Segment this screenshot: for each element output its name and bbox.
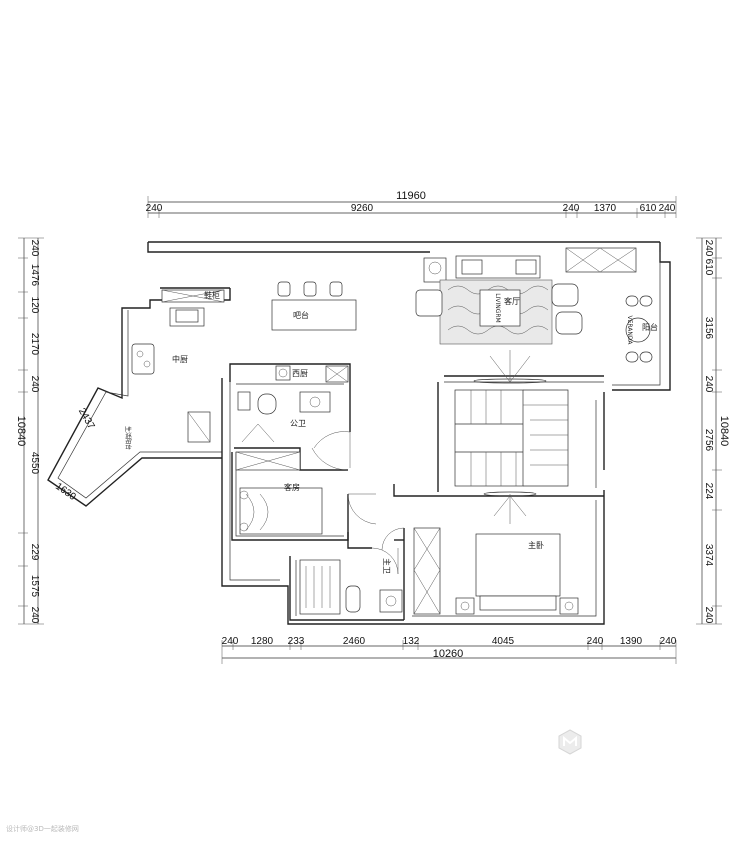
top-dim-1: 9260 [351, 203, 374, 214]
bottom-dim-4: 132 [403, 636, 420, 647]
guest-room-furniture: 客房 [235, 451, 323, 535]
right-dim-4: 2756 [703, 429, 714, 452]
bottom-dim-8: 240 [660, 636, 677, 647]
left-total-dim: 10840 [15, 416, 27, 447]
right-dim-7: 240 [703, 607, 714, 624]
top-dim-3: 1370 [594, 203, 617, 214]
room-label-master-bedroom: 主卧 [528, 540, 544, 550]
outer-walls [47, 241, 671, 625]
bottom-dim-0: 240 [222, 636, 239, 647]
room-label-living-room-en: LIVINGRM [494, 293, 501, 322]
master-bath-furniture: 主卫 [299, 558, 403, 615]
interior-walls [229, 363, 604, 621]
room-label-shoe-cabinet: 鞋柜 [204, 290, 220, 300]
balcony-furniture: 阳台 VERANDA [625, 295, 658, 363]
watermark-text: 设计师@3D一起装修网 [6, 825, 79, 833]
room-label-balcony-en: VERANDA [626, 315, 633, 345]
top-total-dim: 11960 [396, 190, 426, 202]
diag-dim-0: 2437 [76, 406, 97, 431]
room-label-living-room: 客厅 [504, 296, 520, 306]
bottom-dim-6: 240 [587, 636, 604, 647]
bottom-dimension-chain: 240 1280 233 2460 132 4045 240 1390 240 … [222, 636, 677, 664]
bottom-total-dim: 10260 [433, 648, 464, 660]
right-dim-6: 3374 [703, 544, 714, 567]
top-dimension-chain: 11960 240 9260 240 1370 610 240 [146, 190, 677, 218]
brand-logo-icon [558, 729, 582, 755]
right-dim-5: 224 [703, 483, 714, 500]
left-dim-7: 1575 [29, 575, 40, 598]
left-dim-2: 120 [29, 297, 40, 314]
diag-dim-1: 1630 [53, 481, 78, 503]
right-total-dim: 10840 [718, 416, 730, 447]
left-dim-3: 2170 [29, 333, 40, 356]
right-dim-0: 240 [703, 240, 714, 257]
left-dim-1: 1476 [29, 264, 40, 287]
bottom-dim-1: 1280 [251, 636, 274, 647]
room-label-balcony: 阳台 [642, 322, 658, 332]
bath-furniture: 西厨 公卫 [237, 365, 349, 443]
kitchen-furniture: 鞋柜 吧台 中厨 生活阳台 2437 1630 [53, 281, 357, 503]
left-dim-4: 240 [29, 376, 40, 393]
bottom-dim-2: 233 [288, 636, 305, 647]
room-label-master-bath: 主卫 [382, 558, 392, 574]
door-swings [311, 431, 405, 575]
room-label-kitchen: 中厨 [172, 354, 188, 364]
right-dim-3: 240 [703, 376, 714, 393]
room-label-guest-room: 客房 [284, 482, 300, 492]
top-dim-2: 240 [563, 203, 580, 214]
left-dim-0: 240 [29, 240, 40, 257]
bottom-dim-3: 2460 [343, 636, 366, 647]
left-dim-8: 240 [29, 607, 40, 624]
left-dim-6: 229 [29, 544, 40, 561]
top-dim-4: 610 [640, 203, 657, 214]
right-dim-2: 3156 [703, 317, 714, 340]
staircase [454, 350, 569, 524]
bottom-dim-5: 4045 [492, 636, 515, 647]
right-dim-1: 610 [703, 259, 714, 276]
left-dimension-chain: 240 1476 120 2170 240 4550 229 1575 240 … [15, 237, 44, 625]
bottom-dim-7: 1390 [620, 636, 643, 647]
top-dim-5: 240 [659, 203, 676, 214]
right-dimension-chain: 240 610 3156 240 2756 224 3374 240 10840 [696, 237, 730, 625]
room-label-public-bath: 公卫 [290, 419, 306, 428]
master-bedroom-furniture: 主卧 [413, 527, 579, 615]
room-label-bar-counter: 吧台 [293, 310, 309, 320]
living-room-furniture: 客厅 LIVINGRM [415, 247, 637, 345]
top-dim-0: 240 [146, 203, 163, 214]
room-label-utility-balcony: 生活阳台 [124, 426, 132, 450]
left-dim-5: 4550 [29, 452, 40, 475]
room-label-pantry: 西厨 [292, 369, 308, 378]
